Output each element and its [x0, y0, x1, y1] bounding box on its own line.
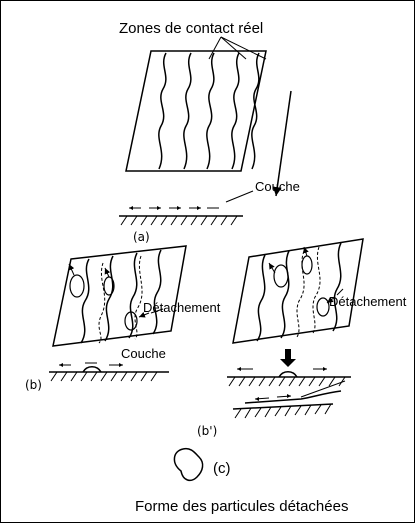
panel-b: Détachement Couche (b) — [25, 245, 221, 392]
panel-label-a: (a) — [133, 230, 150, 244]
panel-label-b: (b) — [25, 378, 42, 392]
surface-b — [52, 245, 187, 347]
surface-a — [125, 50, 267, 172]
particle-shape-c — [173, 447, 204, 482]
ground-b — [49, 362, 169, 382]
particle-arrows-b — [68, 263, 150, 318]
couche-label-b: Couche — [121, 346, 166, 361]
contact-zones-b — [80, 249, 162, 344]
caption-c: Forme des particules détachées — [135, 498, 348, 515]
panel-bprime: Détachement (b') — [197, 238, 407, 438]
contact-zones-a — [158, 52, 260, 170]
detach-label-b: Détachement — [143, 300, 221, 315]
detach-label-bprime: Détachement — [329, 294, 407, 309]
particle-arrows-bprime — [268, 246, 336, 304]
contact-zones-bprime — [256, 242, 342, 342]
load-arrow-bprime — [280, 349, 296, 367]
ground-bprime-lower — [232, 380, 346, 419]
panel-label-c: (c) — [213, 460, 231, 477]
ground-bprime-upper — [227, 367, 351, 387]
ground-a — [119, 190, 254, 226]
panel-label-bprime: (b') — [197, 424, 217, 438]
detachment-dashes-bprime — [296, 246, 321, 338]
motion-arrow-a — [272, 90, 292, 197]
detach-leader-b — [150, 308, 164, 314]
panel-a: Zones de contact réel Couche (a) — [119, 20, 300, 244]
particles-bprime — [273, 255, 330, 317]
panel-c: (c) Forme des particules détachées — [135, 447, 348, 515]
zones-label: Zones de contact réel — [119, 20, 263, 37]
particles-b — [69, 274, 138, 331]
detach-leader-bprime — [336, 288, 344, 296]
couche-label-a: Couche — [255, 179, 300, 194]
detachment-dashes-b — [98, 255, 143, 344]
surface-bprime — [232, 238, 364, 344]
